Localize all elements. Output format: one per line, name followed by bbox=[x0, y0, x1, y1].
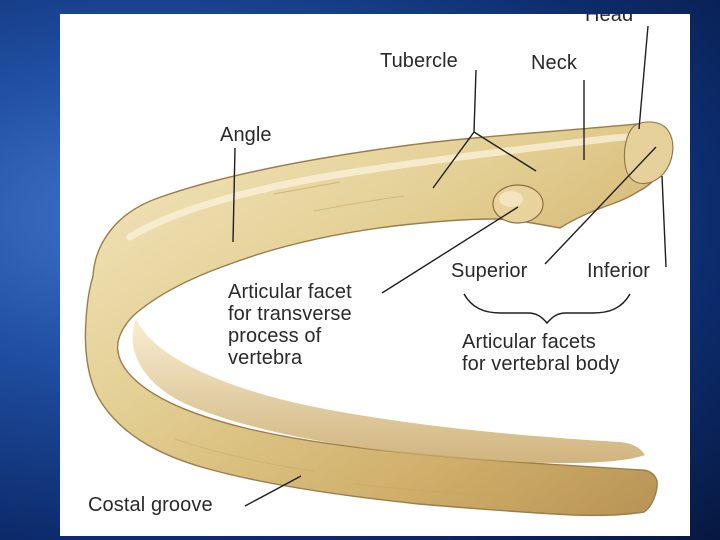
head-label: Head bbox=[585, 14, 633, 26]
inferior-leader-line bbox=[662, 176, 666, 267]
articular-facets-brace bbox=[464, 294, 630, 323]
tubercle-facet-highlight bbox=[499, 191, 523, 207]
superior-label: Superior bbox=[451, 260, 527, 282]
costal-groove-label: Costal groove bbox=[88, 494, 213, 516]
neck-label: Neck bbox=[531, 52, 577, 74]
head-leader-line bbox=[639, 26, 648, 129]
rib-head bbox=[624, 122, 672, 184]
tubercle-label: Tubercle bbox=[380, 50, 458, 72]
angle-label: Angle bbox=[220, 124, 272, 146]
inferior-label: Inferior bbox=[587, 260, 650, 282]
diagram-panel: Head Tubercle Neck Angle Superior Inferi… bbox=[60, 14, 690, 536]
vertebral-facets-label: Articular facets for vertebral body bbox=[462, 331, 619, 375]
transverse-facet-label: Articular facet for transverse process o… bbox=[228, 281, 352, 369]
